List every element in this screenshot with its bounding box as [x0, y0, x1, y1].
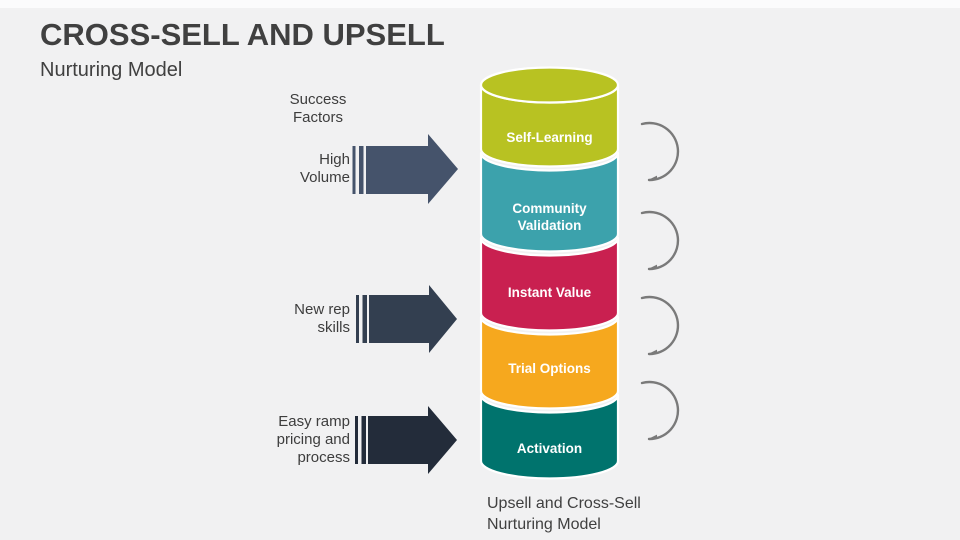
factor-arrow-easy-ramp: [355, 406, 457, 474]
stage-label-community-validation: Community Validation: [512, 201, 587, 233]
slide-title: CROSS-SELL AND UPSELL: [40, 17, 445, 52]
factor-arrow-high-volume: [352, 134, 458, 204]
slide-top-edge: [0, 0, 960, 8]
cylinder-segment-community-validation: [479, 151, 620, 253]
diagram-caption-line1: Upsell and Cross-Sell: [487, 495, 641, 512]
cycle-arrow-2: [640, 210, 680, 271]
stage-label-self-learning: Self-Learning: [506, 130, 593, 145]
cylinder-segment-activation: [479, 393, 620, 480]
cycle-arrow-1: [640, 121, 680, 182]
factor-arrow-new-rep-skills: [356, 285, 457, 353]
factor-label-high-volume: High Volume: [299, 151, 350, 186]
diagram-caption-line2: Nurturing Model: [487, 516, 601, 533]
diagram-caption: Upsell and Cross-Sell Nurturing Model: [487, 493, 657, 535]
stage-label-trial-options: Trial Options: [508, 361, 591, 376]
cylinder-segment-instant-value: [479, 236, 620, 332]
cycle-arrow-4: [640, 380, 680, 441]
cylinder-top-face: [479, 66, 620, 104]
slide-subtitle: Nurturing Model: [40, 59, 183, 81]
success-factors-heading: Success Factors: [289, 91, 347, 126]
factor-label-easy-ramp: Easy ramp pricing and process: [276, 413, 350, 466]
stage-label-activation: Activation: [516, 441, 583, 456]
cylinder-segment-trial-options: [479, 315, 620, 410]
factor-label-new-rep-skills: New rep skills: [294, 301, 350, 336]
cycle-arrow-3: [640, 295, 680, 356]
stage-label-instant-value: Instant Value: [507, 285, 592, 300]
